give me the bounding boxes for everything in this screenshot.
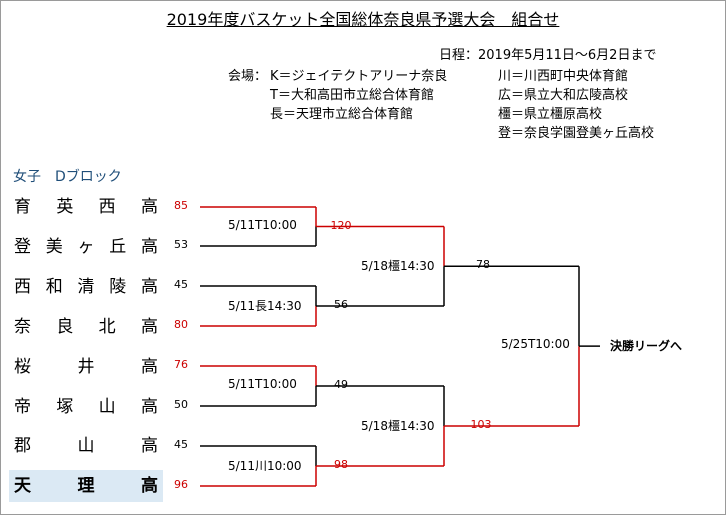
team-score: 85	[174, 199, 188, 212]
team-row: 桜井高	[9, 351, 163, 383]
team-row: 奈良北高	[9, 311, 163, 343]
team-row: 育英西高	[9, 191, 163, 223]
team-row: 郡山高	[9, 430, 163, 462]
team-name-char: 高	[141, 436, 158, 457]
team-score: 76	[174, 358, 188, 371]
team-name-char: 奈	[14, 316, 31, 337]
block-label: 女子 Dブロック	[13, 169, 122, 185]
venue-k: K＝ジェイテクトアリーナ奈良	[270, 69, 448, 84]
venue-kashi: 橿＝県立橿原高校	[498, 107, 603, 122]
venue-t: T＝大和高田市立総合体育館	[270, 88, 434, 103]
team-name-char: 良	[56, 316, 74, 337]
venues-label: 会場：	[228, 69, 268, 84]
match-info: 5/25T10:00	[501, 337, 570, 352]
match-info: 5/11T10:00	[228, 377, 297, 391]
venue-hiro: 広＝県立大和広陵高校	[498, 88, 629, 103]
team-name: 天理高	[14, 470, 158, 502]
team-score: 53	[174, 238, 188, 251]
match-result: 56	[334, 298, 348, 311]
match-info: 5/11川10:00	[228, 459, 302, 473]
match-info: 5/11長14:30	[228, 299, 302, 313]
final-label: 決勝リーグへ	[610, 339, 683, 354]
team-row: 天理高	[9, 470, 163, 503]
team-name-char: ヶ	[77, 236, 95, 257]
team-name: 桜井高	[14, 351, 158, 383]
team-name-char: 清	[77, 276, 95, 297]
team-name-char: 郡	[14, 436, 31, 457]
team-row: 登美ヶ丘高	[9, 231, 163, 263]
team-name-char: 北	[98, 316, 116, 337]
team-name-char: 高	[141, 236, 158, 257]
match-info: 5/18橿14:30	[361, 259, 435, 274]
team-name-char: 高	[141, 476, 158, 497]
team-name-char: 山	[77, 436, 95, 457]
match-result: 103	[470, 418, 492, 431]
team-name: 西和清陵高	[14, 271, 158, 303]
team-score: 45	[174, 438, 188, 451]
team-score: 50	[174, 398, 188, 411]
match-result: 98	[334, 458, 348, 471]
team-name-char: 英	[56, 197, 74, 217]
match-info: 5/11T10:00	[228, 217, 297, 232]
team-score: 45	[174, 278, 188, 291]
team-name: 育英西高	[14, 191, 158, 223]
team-name-char: 丘	[109, 236, 127, 257]
team-name-char: 高	[140, 316, 158, 337]
venue-kawa: 川＝川西町中央体育館	[498, 69, 629, 84]
page-title: 2019年度バスケット全国総体奈良県予選大会 組合せ	[166, 10, 560, 29]
team-name-char: 高	[141, 276, 158, 297]
schedule-text: 日程：2019年5月11日～6月2日まで	[439, 48, 657, 63]
team-row: 西和清陵高	[9, 271, 163, 303]
team-name-char: 美	[45, 236, 63, 257]
team-name-char: 井	[77, 356, 95, 377]
team-score: 80	[174, 318, 188, 331]
match-result: 120	[330, 218, 352, 232]
team-name-char: 塚	[56, 396, 74, 417]
team-name-char: 西	[98, 197, 116, 217]
match-result: 49	[334, 378, 348, 391]
team-name-char: 育	[14, 197, 31, 217]
team-name: 奈良北高	[14, 311, 158, 343]
team-score: 96	[174, 478, 188, 491]
team-name-char: 高	[141, 356, 158, 377]
team-name-char: 高	[140, 197, 158, 217]
venue-naga: 長＝天理市立総合体育館	[270, 107, 414, 122]
team-name-char: 天	[14, 476, 31, 497]
team-name-char: 高	[140, 396, 158, 417]
match-result: 78	[476, 258, 490, 272]
team-name-char: 山	[98, 396, 116, 417]
team-name-char: 帝	[14, 396, 31, 417]
team-name-char: 陵	[109, 276, 127, 297]
venue-nobori: 登＝奈良学園登美ヶ丘高校	[498, 126, 655, 141]
team-name-char: 和	[45, 276, 63, 297]
team-name: 帝塚山高	[14, 391, 158, 423]
match-info: 5/18橿14:30	[361, 419, 435, 433]
team-row: 帝塚山高	[9, 391, 163, 423]
team-name: 郡山高	[14, 430, 158, 462]
team-name-char: 理	[77, 476, 95, 497]
team-name: 登美ヶ丘高	[14, 231, 158, 263]
team-name-char: 登	[14, 236, 31, 257]
team-name-char: 桜	[14, 356, 31, 377]
team-name-char: 西	[14, 276, 31, 297]
